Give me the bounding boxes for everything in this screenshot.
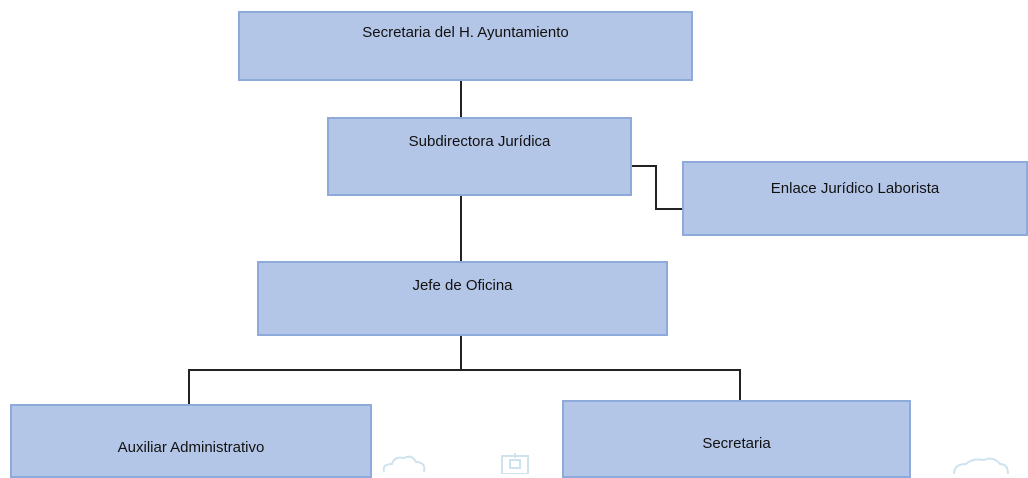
node-label: Enlace Jurídico Laborista [770, 180, 940, 197]
connector-subdirectora-to-enlace-b [629, 165, 657, 167]
cloud-icon [382, 455, 426, 473]
connector-subdirectora-to-enlace-c [655, 208, 685, 210]
node-jefe-oficina[interactable]: Jefe de Oficina [257, 261, 668, 336]
node-subdirectora-juridica[interactable]: Subdirectora Jurídica [327, 117, 632, 196]
node-label: Subdirectora Jurídica [408, 133, 551, 150]
connector-branch-to-auxiliar [188, 369, 190, 405]
node-auxiliar-administrativo[interactable]: Auxiliar Administrativo [10, 404, 372, 478]
node-label: Jefe de Oficina [412, 277, 513, 294]
cloud-icon [953, 457, 1009, 474]
node-label: Secretaria [702, 435, 771, 452]
node-enlace-juridico-laborista[interactable]: Enlace Jurídico Laborista [682, 161, 1028, 236]
building-icon [501, 453, 529, 474]
connector-secretaria-to-subdirectora [460, 80, 462, 118]
connector-branch-horizontal [188, 369, 741, 371]
node-secretaria-ayuntamiento[interactable]: Secretaria del H. Ayuntamiento [238, 11, 693, 81]
node-secretaria[interactable]: Secretaria [562, 400, 911, 478]
connector-branch-to-secretaria [739, 369, 741, 401]
node-label: Secretaria del H. Ayuntamiento [362, 24, 569, 41]
node-label: Auxiliar Administrativo [117, 439, 265, 456]
connector-jefe-to-branch [460, 335, 462, 371]
connector-subdirectora-to-jefe [460, 195, 462, 262]
connector-subdirectora-to-enlace-a [655, 165, 657, 210]
